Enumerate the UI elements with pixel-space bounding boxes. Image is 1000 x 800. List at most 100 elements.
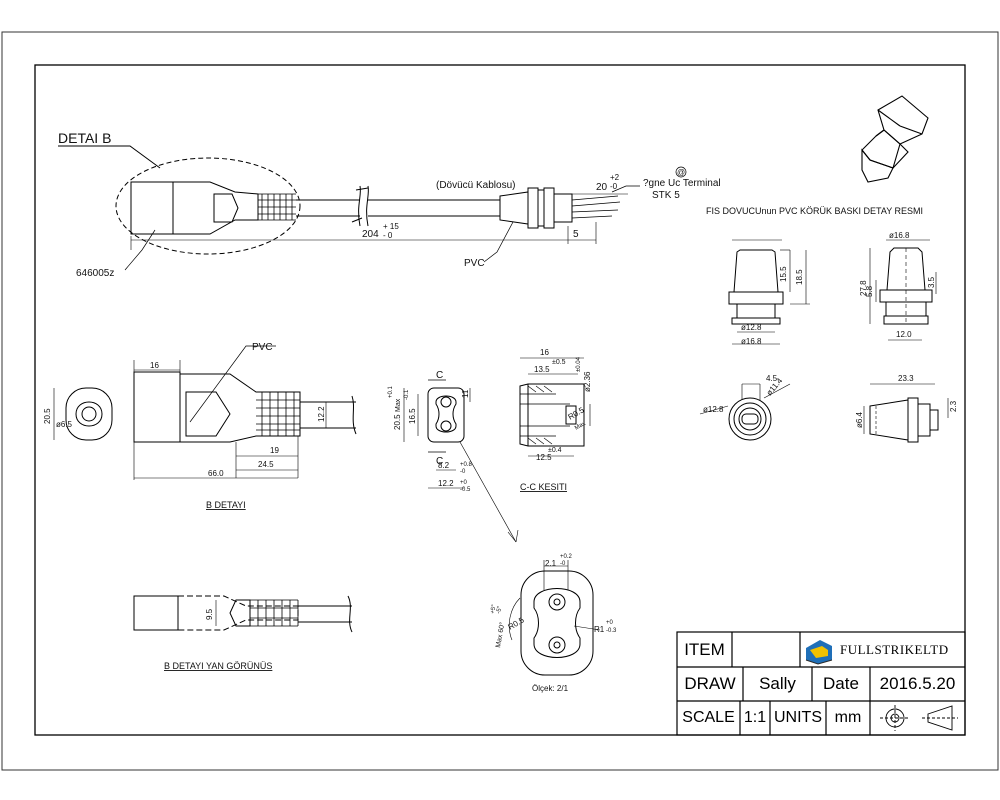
dim-length-strip-tol-plus: +2 (610, 173, 620, 182)
terminal-count: STK 5 (652, 190, 680, 201)
dim-s-r1-tol-p: +0 (606, 620, 614, 626)
dim-c-tol-p08: +0.8 (460, 462, 473, 468)
dim-c-tol-m0: -0 (460, 469, 466, 475)
boot-section-view (869, 239, 937, 341)
circled-mark: @ (677, 168, 685, 177)
dim-c12-2: 12.2 (438, 479, 454, 488)
b-detail-title: B DETAYI (206, 500, 246, 510)
units-value: mm (834, 709, 862, 726)
dim-c-tol-p01: +0.1 (388, 385, 394, 398)
units-label: UNITS (774, 709, 822, 726)
scale-label: SCALE (682, 709, 735, 726)
dim-b20-5: 20.5 (43, 408, 52, 424)
dim-6-4: ø6.4 (855, 411, 864, 428)
first-angle-projection-icon (880, 705, 958, 731)
cc-section-title: C-C KESITI (520, 482, 567, 492)
dim-2-3: 2.3 (949, 400, 958, 412)
dim-length-main: 204 (362, 229, 379, 240)
cc-section-view (519, 357, 591, 457)
dim-27-8: 27.8 (859, 280, 868, 296)
dim-length-strip: 20 (596, 182, 608, 193)
title-block (676, 631, 966, 736)
pvc-top-label: PVC (464, 258, 485, 269)
isometric-plug-view (861, 95, 929, 183)
dim-s2-1: 2.1 (545, 559, 557, 568)
dim-b12-2: 12.2 (317, 406, 326, 422)
dim-c-max: Max (395, 398, 402, 412)
dim-b19: 19 (270, 446, 279, 455)
dim-c16-5: 16.5 (408, 408, 417, 424)
dim-b24-5: 24.5 (258, 460, 274, 469)
fullstrike-logo-icon (805, 640, 833, 665)
date-value: 2016.5.20 (879, 674, 956, 693)
dim-15-5: 15.5 (779, 266, 788, 282)
dim-4-5: 4.5 (766, 374, 778, 383)
dim-s-tol-p02: +0.2 (560, 554, 573, 560)
dim-k-pm05: ±0.5 (552, 359, 566, 366)
dim-c-tol-m01: -0.1 (404, 389, 410, 400)
boot-end-view (699, 383, 791, 441)
company-name: FULLSTRIKELTD (840, 641, 949, 657)
dim-s-tol-m0: -0 (560, 561, 566, 567)
dim-c20-5: 20.5 (393, 414, 402, 430)
dim-length-main-tol-plus: + 15 (383, 222, 399, 231)
boot-side-view (863, 383, 949, 443)
b-detail-view (53, 345, 357, 480)
section-mark-top: C (436, 370, 443, 381)
dim-18-5: 18.5 (795, 269, 804, 285)
draw-label: DRAW (684, 674, 736, 693)
scale-note: Ölçek: 2/1 (532, 684, 569, 693)
dim-side-9-5: 9.5 (205, 608, 214, 620)
dim-16-8-a: ø16.8 (889, 231, 910, 240)
dim-b6-5: ø6.5 (56, 420, 73, 429)
socket-front-view (403, 379, 519, 543)
dim-b16: 16 (150, 361, 159, 370)
pvc-detail-label: PVC (252, 342, 273, 353)
dim-k13-5: 13.5 (534, 365, 550, 374)
dim-c11: 11 (461, 389, 470, 398)
dim-k2-3: ø2.36 (583, 371, 592, 392)
outer-frame (1, 31, 999, 771)
part-code: 646005z (76, 268, 114, 279)
socket-scaled-detail (508, 560, 601, 676)
boot-front-view (728, 239, 810, 345)
dim-k12-5: 12.5 (536, 453, 552, 462)
cable-label: (Dövücü Kablosu) (436, 180, 515, 191)
b-side-view (133, 595, 353, 633)
dim-23-3: 23.3 (898, 374, 914, 383)
dim-16-8-b: ø16.8 (741, 337, 762, 346)
overall-cable-view (58, 145, 687, 271)
dim-b66-0: 66.0 (208, 469, 224, 478)
dim-s-r1-tol-m: -0.3 (606, 628, 617, 634)
draw-value: Sally (759, 674, 796, 693)
terminal-label: ?gne Uc Terminal (643, 178, 721, 189)
dim-12-8-b: ø12.8 (703, 405, 724, 414)
scale-value: 1:1 (743, 709, 767, 726)
dim-length-main-tol-minus: - 0 (383, 231, 393, 240)
dim-length-end: 5 (573, 229, 579, 240)
dim-k-pm04: ±0.4 (548, 447, 562, 454)
dim-k-pm004: ±0.04 (576, 356, 582, 372)
b-side-title: B DETAYI YAN GÖRÜNÜS (164, 661, 272, 671)
dim-s-tol-p5: +5° (490, 604, 498, 615)
dim-12-8-a: ø12.8 (741, 323, 762, 332)
item-label: ITEM (684, 639, 725, 659)
dim-s-tol-m5: -5° (496, 605, 503, 614)
section-mark-bottom: C (436, 456, 443, 467)
dim-c-tol-p0: +0 (460, 480, 468, 486)
dim-c-tol-m05: -0.5 (460, 487, 471, 493)
item-value (732, 632, 800, 667)
dim-c8-2: 8.2 (438, 461, 450, 470)
inner-frame (34, 64, 966, 736)
date-label: Date (823, 674, 859, 693)
dim-length-strip-tol-minus: -0 (610, 182, 618, 191)
dim-12-0: 12.0 (896, 330, 912, 339)
detail-b-callout: DETAI B (58, 130, 111, 146)
dim-k16: 16 (540, 348, 549, 357)
dim-k-max: Max (574, 421, 587, 432)
dim-5-8: 5.8 (865, 285, 874, 297)
dim-s-r1: R1 (594, 625, 605, 634)
section-title: FIS DOVUCUnun PVC KÖRÜK BASKI DETAY RESM… (706, 206, 923, 216)
dim-3-5: 3.5 (927, 276, 936, 288)
